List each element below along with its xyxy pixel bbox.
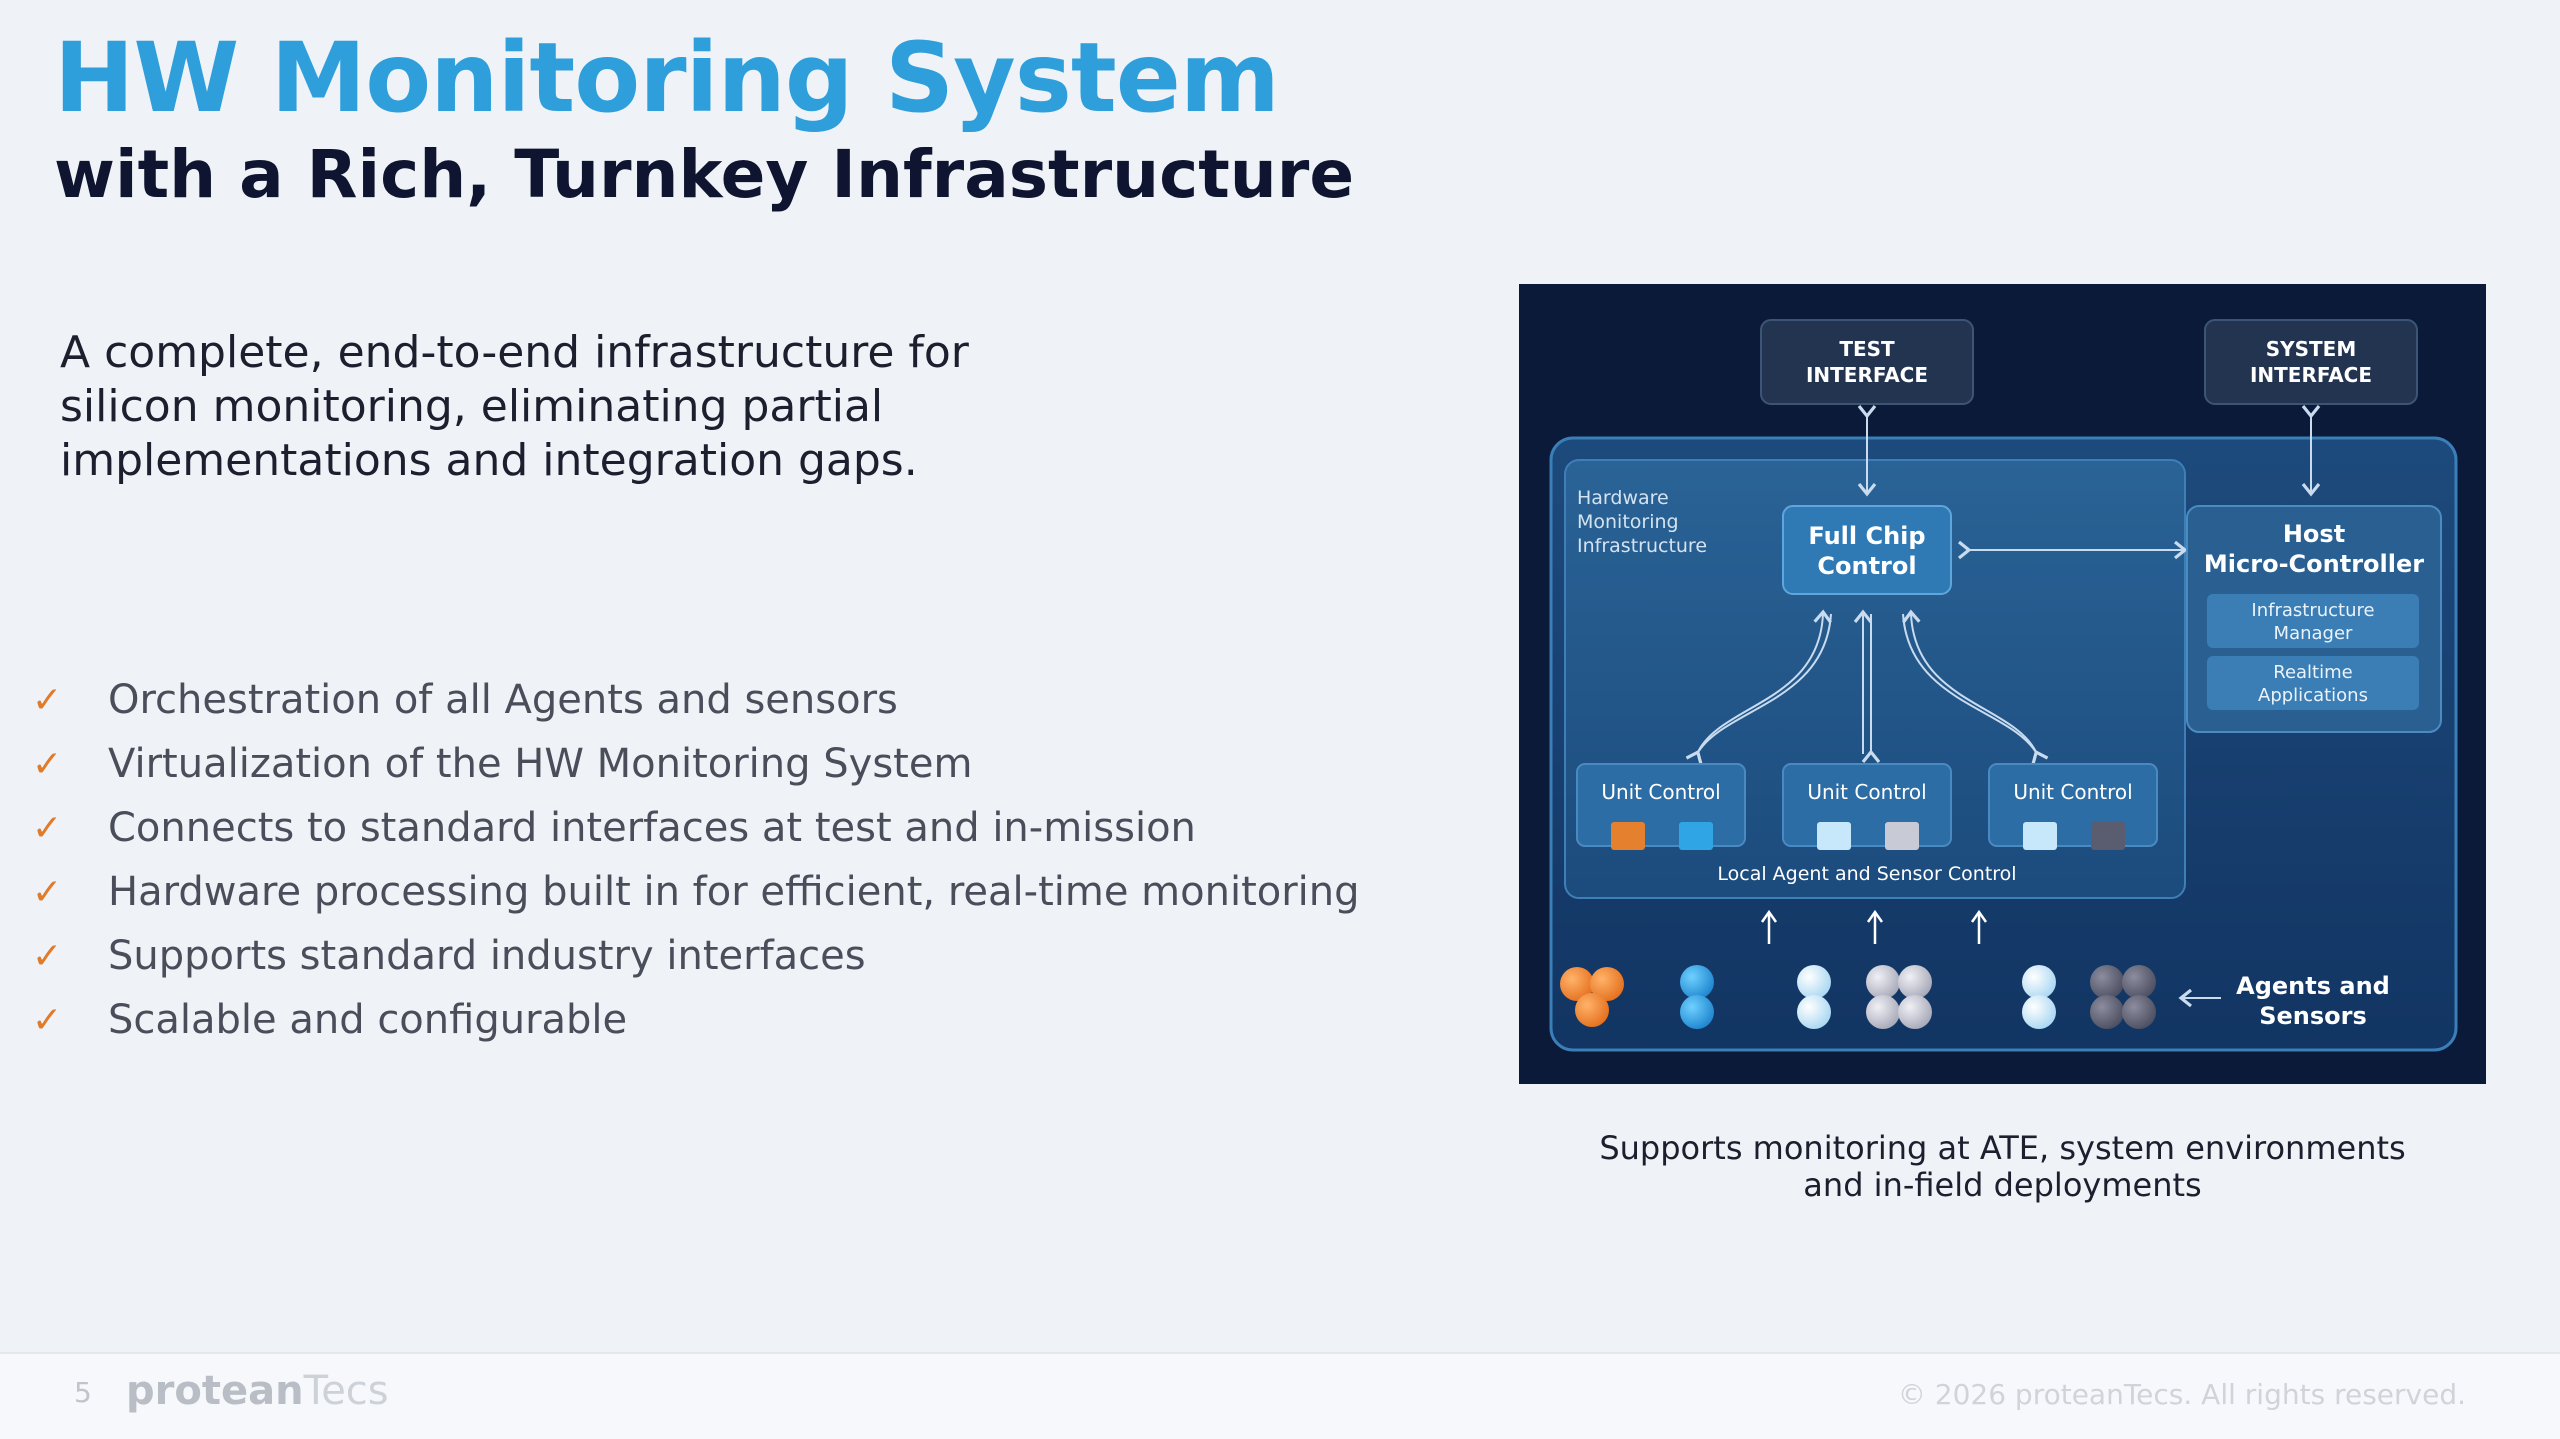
sensor-light-icon — [2022, 965, 2056, 1029]
host-microcontroller-panel: Host Micro-Controller Infrastructure Man… — [2186, 505, 2442, 733]
diagram-caption: Supports monitoring at ATE, system envir… — [1540, 1130, 2465, 1204]
page-subtitle: with a Rich, Turnkey Infrastructure — [54, 136, 1355, 213]
full-chip-line-2: Control — [1817, 552, 1916, 580]
system-interface-line-1: SYSTEM — [2266, 337, 2357, 361]
sensor-light-icon — [1797, 965, 1831, 1029]
local-agent-label: Local Agent and Sensor Control — [1717, 863, 2016, 885]
logo-light-text: Tecs — [303, 1368, 389, 1414]
check-icon: ✓ — [32, 935, 63, 977]
host-line-2: Micro-Controller — [2204, 550, 2424, 578]
copyright-notice: © 2026 proteanTecs. All rights reserved. — [1897, 1378, 2466, 1411]
architecture-diagram: TEST INTERFACE SYSTEM INTERFACE Hardware… — [1519, 284, 2486, 1084]
list-item-text: Virtualization of the HW Monitoring Syst… — [108, 741, 973, 787]
company-logo: proteanTecs — [126, 1368, 389, 1414]
list-item-text: Hardware processing built in for efficie… — [108, 869, 1360, 915]
test-interface-line-1: TEST — [1839, 337, 1895, 361]
host-line-1: Host — [2283, 520, 2345, 548]
list-item: ✓ Connects to standard interfaces at test… — [30, 796, 1360, 860]
list-item: ✓ Hardware processing built in for effici… — [30, 860, 1360, 924]
system-interface-box: SYSTEM INTERFACE — [2204, 319, 2418, 405]
footer: 5 proteanTecs © 2026 proteanTecs. All ri… — [0, 1352, 2560, 1439]
sensor-orange-icon — [1560, 967, 1624, 1027]
test-interface-line-2: INTERFACE — [1806, 363, 1928, 387]
full-chip-line-1: Full Chip — [1808, 522, 1925, 550]
hw-infra-line-2: Monitoring — [1577, 511, 1679, 533]
sensor-up-arrows — [1760, 909, 1988, 944]
list-item-text: Connects to standard interfaces at test … — [108, 805, 1196, 851]
unit-control-label: Unit Control — [1601, 780, 1720, 804]
list-item: ✓ Virtualization of the HW Monitoring Sys… — [30, 732, 1360, 796]
check-icon: ✓ — [32, 679, 63, 721]
unit-control-1: Unit Control — [1576, 763, 1746, 850]
realtime-apps-line-1: Realtime — [2273, 662, 2352, 683]
infra-manager-line-1: Infrastructure — [2251, 600, 2374, 621]
agents-sensors-line-1: Agents and — [2236, 972, 2390, 1000]
realtime-apps-line-2: Applications — [2258, 685, 2368, 706]
feature-list: ✓ Orchestration of all Agents and sensors… — [30, 668, 1360, 1052]
unit-control-label: Unit Control — [1807, 780, 1926, 804]
hw-infra-line-3: Infrastructure — [1577, 535, 1707, 557]
full-chip-control-box: Full Chip Control — [1782, 505, 1952, 595]
check-icon: ✓ — [32, 999, 63, 1041]
hw-infra-line-1: Hardware — [1577, 487, 1669, 509]
infra-manager-line-2: Manager — [2274, 623, 2353, 644]
agents-sensors-cluster — [1560, 965, 2156, 1029]
caption-line-1: Supports monitoring at ATE, system envir… — [1599, 1129, 2406, 1167]
list-item: ✓ Supports standard industry interfaces — [30, 924, 1360, 988]
unit-to-fullchip-arrows — [1685, 609, 2049, 765]
page-number: 5 — [74, 1376, 92, 1409]
check-icon: ✓ — [32, 743, 63, 785]
sensor-blue-icon — [1680, 965, 1714, 1029]
intro-paragraph: A complete, end-to-end infrastructure fo… — [60, 327, 969, 486]
check-icon: ✓ — [32, 871, 63, 913]
list-item: ✓ Scalable and configurable — [30, 988, 1360, 1052]
list-item: ✓ Orchestration of all Agents and sensors — [30, 668, 1360, 732]
unit-control-3: Unit Control — [1988, 763, 2158, 850]
logo-bold-text: protean — [126, 1368, 304, 1414]
caption-line-2: and in-field deployments — [1803, 1166, 2202, 1204]
unit-control-2: Unit Control — [1782, 763, 1952, 850]
list-item-text: Scalable and configurable — [108, 997, 628, 1043]
test-interface-box: TEST INTERFACE — [1760, 319, 1974, 405]
list-item-text: Orchestration of all Agents and sensors — [108, 677, 898, 723]
sensor-gray-icon — [1866, 965, 1932, 1029]
system-interface-line-2: INTERFACE — [2250, 363, 2372, 387]
agents-sensors-line-2: Sensors — [2259, 1002, 2367, 1030]
unit-control-label: Unit Control — [2013, 780, 2132, 804]
page-title: HW Monitoring System — [54, 22, 1280, 134]
sensor-dark-icon — [2090, 965, 2156, 1029]
check-icon: ✓ — [32, 807, 63, 849]
list-item-text: Supports standard industry interfaces — [108, 933, 866, 979]
hw-infra-label: Hardware Monitoring Infrastructure — [1577, 487, 1707, 557]
